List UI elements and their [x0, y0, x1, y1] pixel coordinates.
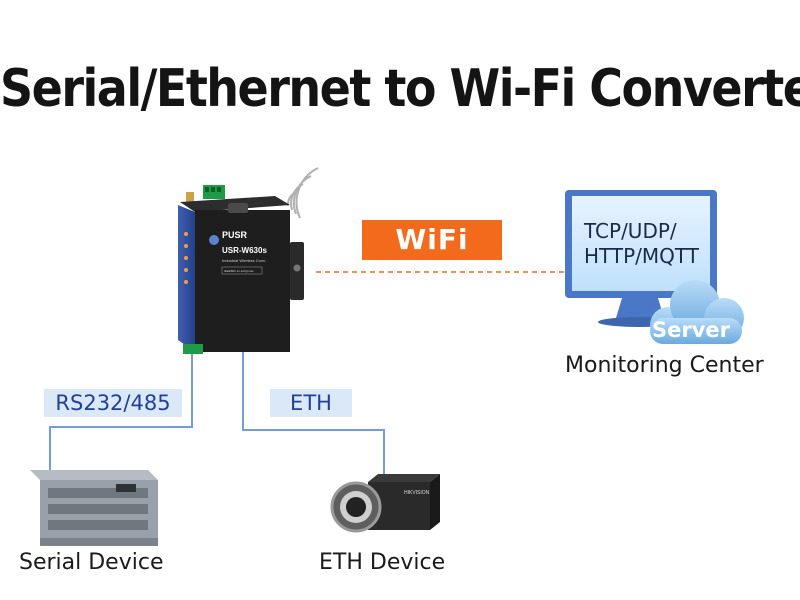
- serial-link-line: [49, 345, 193, 470]
- bottom-terminal: [183, 344, 203, 354]
- server-cloud-icon: Server: [650, 280, 744, 344]
- device-side-panel: [178, 205, 195, 352]
- rs232-485-tag: RS232/485: [44, 389, 182, 417]
- antenna-connector: [186, 192, 194, 202]
- monitor-screen: [572, 196, 710, 291]
- monitor-stand: [616, 298, 664, 318]
- device-brand: PUSR: [222, 230, 248, 240]
- monitor-icon: TCP/UDP/ HTTP/MQTT: [565, 190, 717, 327]
- device-standard: IEEE802.11 a/b/g/n/ac: [224, 269, 254, 273]
- device-front-panel: [195, 210, 290, 352]
- camera-device-icon: HIKVISION: [330, 474, 440, 533]
- brand-logo-icon: [209, 235, 219, 245]
- monitoring-center-caption: Monitoring Center: [565, 353, 764, 378]
- serial-device-caption: Serial Device: [19, 550, 164, 575]
- cloud-label: Server: [652, 318, 731, 342]
- device-model: USR-W630s: [222, 246, 267, 255]
- wifi-signal-icon: [286, 167, 319, 219]
- connection-lines: [49, 271, 565, 478]
- db9-port: [228, 203, 248, 213]
- eth-tag: ETH: [270, 389, 352, 417]
- page-title: Serial/Ethernet to Wi-Fi Converter: [0, 58, 800, 119]
- converter-device: PUSR USR-W630s Industrial Wireless Conv.…: [178, 185, 304, 354]
- device-subtitle: Industrial Wireless Conv.: [222, 258, 266, 263]
- status-leds: [184, 232, 188, 284]
- camera-brand: HIKVISION: [404, 490, 430, 496]
- eth-link-line: [242, 345, 385, 478]
- eth-device-caption: ETH Device: [319, 550, 446, 575]
- monitor-screen-line-2: HTTP/MQTT: [584, 244, 700, 268]
- wifi-label-badge: WiFi: [362, 220, 502, 260]
- plc-device-icon: [30, 470, 158, 546]
- monitor-screen-line-1: TCP/UDP/: [583, 219, 677, 243]
